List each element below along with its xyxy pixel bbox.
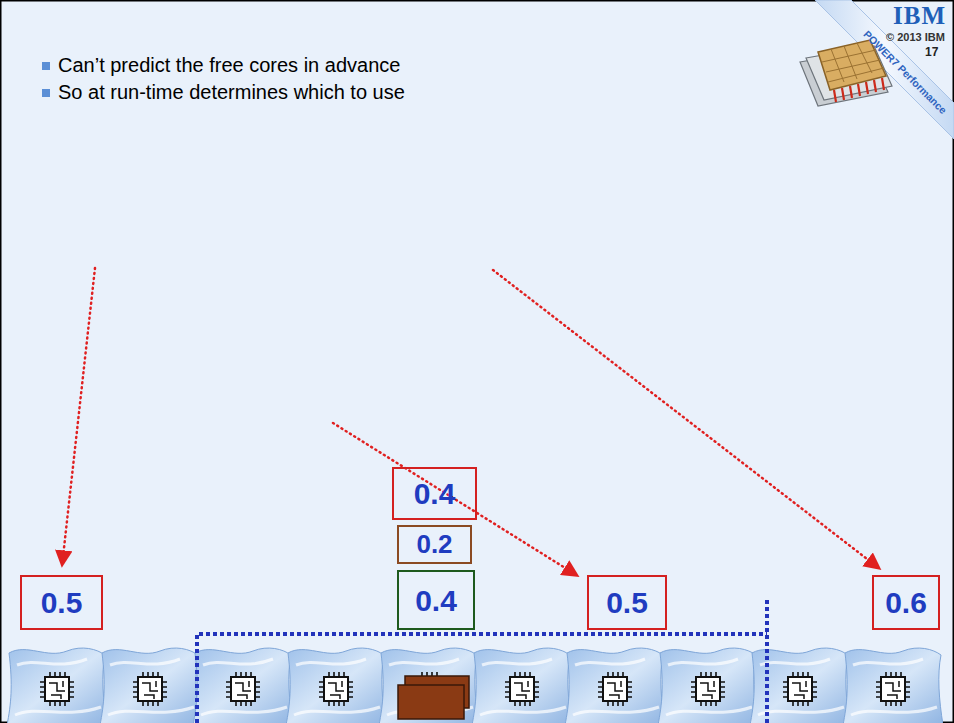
pointer-arrow: [62, 268, 95, 566]
load-box: 0.4: [397, 570, 475, 630]
value-text: 0.4: [414, 477, 456, 510]
pointer-arrow: [493, 270, 880, 569]
value-text: 0.4: [415, 584, 457, 617]
load-box: 0.5: [20, 575, 103, 630]
pointer-arrows: [62, 268, 880, 576]
task-stack: [398, 676, 469, 719]
load-box: 0.4: [392, 467, 477, 520]
core-row: [7, 648, 943, 723]
value-text: 0.2: [416, 530, 452, 559]
core-icon: [7, 648, 107, 723]
bullet-text: Can’t predict the free cores in advance: [58, 54, 400, 77]
group-bracket: [197, 600, 767, 723]
core-icon: [843, 648, 943, 723]
core-icon: [472, 648, 572, 723]
core-icon: [286, 648, 386, 723]
bullet-text: So at run-time determines which to use: [58, 81, 405, 104]
core-icon: [100, 648, 200, 723]
pointer-arrow: [333, 423, 578, 576]
core-icon: [565, 648, 665, 723]
page-number: 17: [925, 46, 938, 60]
logo-text: IBM: [893, 2, 946, 31]
load-box: 0.6: [872, 575, 940, 630]
core-icon: [379, 648, 479, 723]
core-icon: [193, 648, 293, 723]
value-text: 0.6: [885, 586, 927, 619]
value-text: 0.5: [606, 586, 648, 619]
value-text: 0.5: [41, 586, 83, 619]
bullet-marker: [42, 89, 50, 97]
copyright-text: © 2013 IBM: [886, 31, 945, 44]
load-box: 0.5: [587, 575, 667, 630]
load-box: 0.2: [397, 525, 472, 564]
core-icon: [658, 648, 758, 723]
bullet-marker: [42, 62, 50, 70]
